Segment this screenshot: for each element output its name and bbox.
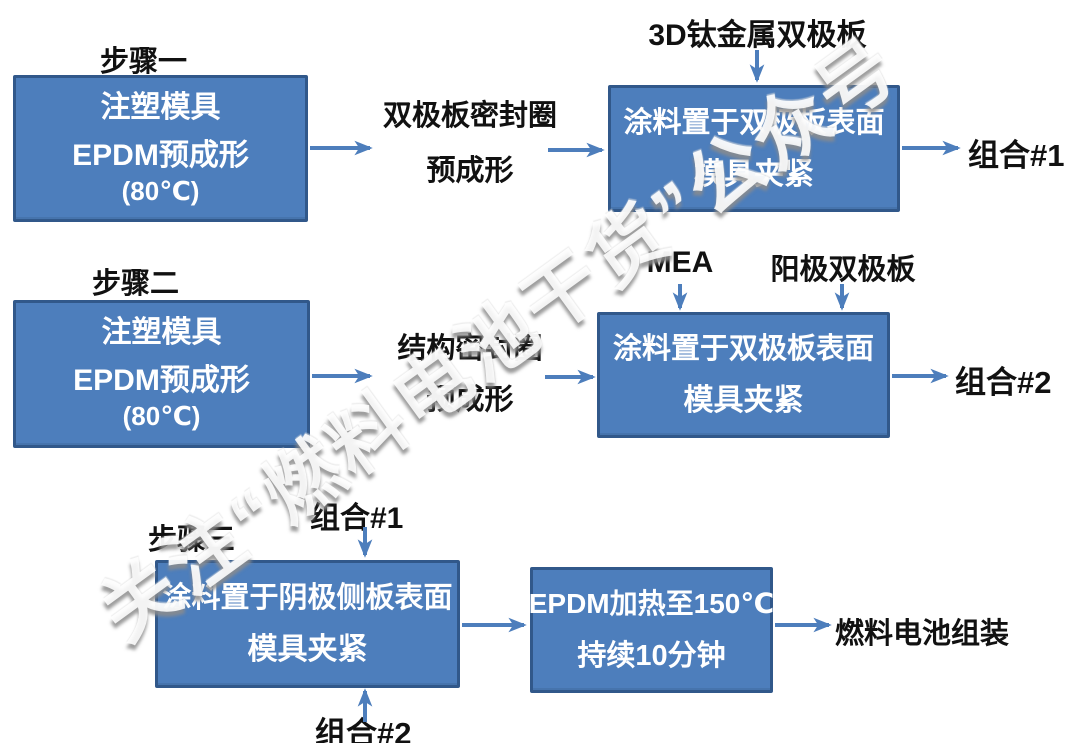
fuel-cell-assembly-label: 燃料电池组装 xyxy=(835,618,1010,650)
step2-label: 步骤二 xyxy=(92,268,180,300)
box-text-line: (80℃) xyxy=(122,401,201,431)
box-injection-mold-step1: 注塑模具 EPDM预成形 (80℃) xyxy=(13,75,308,222)
box-text-line: 注塑模具 xyxy=(100,90,221,124)
step1-label: 步骤一 xyxy=(100,46,188,78)
anode-plate-label: 阳极双极板 xyxy=(770,254,916,286)
box-text-line: 模具夹紧 xyxy=(683,384,804,417)
box-coating-step1: 涂料置于双极板表面 模具夹紧 xyxy=(608,85,900,212)
mea-label: MEA xyxy=(646,246,714,279)
box-coating-step2: 涂料置于双极板表面 模具夹紧 xyxy=(597,312,890,438)
box-text-line: 涂料置于双极板表面 xyxy=(623,106,885,139)
box-text-line: EPDM加热至150℃ xyxy=(528,588,775,619)
label-line: 结构密封圈 xyxy=(397,333,543,365)
box-text-line: (80℃) xyxy=(121,175,200,206)
box-text-line: EPDM预成形 xyxy=(72,138,249,172)
box-text-line: 涂料置于双极板表面 xyxy=(612,333,874,365)
box-coating-step3: 涂料置于阴极侧板表面 模具夹紧 xyxy=(155,560,460,688)
label-line: 双极板密封圈 xyxy=(382,100,557,132)
step3-label: 步骤三 xyxy=(148,524,236,556)
bipolar-seal-preform-label: 双极板密封圈 预成形 xyxy=(368,101,572,187)
box-text-line: 模具夹紧 xyxy=(247,633,368,666)
label-line: 预成形 xyxy=(426,384,514,416)
box-text-line: EPDM预成形 xyxy=(73,364,250,397)
label-line: 预成形 xyxy=(426,155,514,187)
combo1-input-label: 组合#1 xyxy=(310,502,404,535)
box-text-line: 模具夹紧 xyxy=(694,157,814,191)
box-text-line: 注塑模具 xyxy=(101,316,222,349)
plate-3d-titanium-label: 3D钛金属双极板 xyxy=(648,19,867,52)
box-injection-mold-step2: 注塑模具 EPDM预成形 (80℃) xyxy=(13,300,310,448)
combo2-output-label: 组合#2 xyxy=(955,365,1052,400)
box-text-line: 涂料置于阴极侧板表面 xyxy=(162,582,453,614)
box-epdm-heating: EPDM加热至150℃ 持续10分钟 xyxy=(528,567,775,693)
combo1-output-label: 组合#1 xyxy=(968,138,1065,173)
structural-seal-preform-label: 结构密封圈 预成形 xyxy=(368,334,572,416)
box-text-line: 持续10分钟 xyxy=(577,640,726,672)
